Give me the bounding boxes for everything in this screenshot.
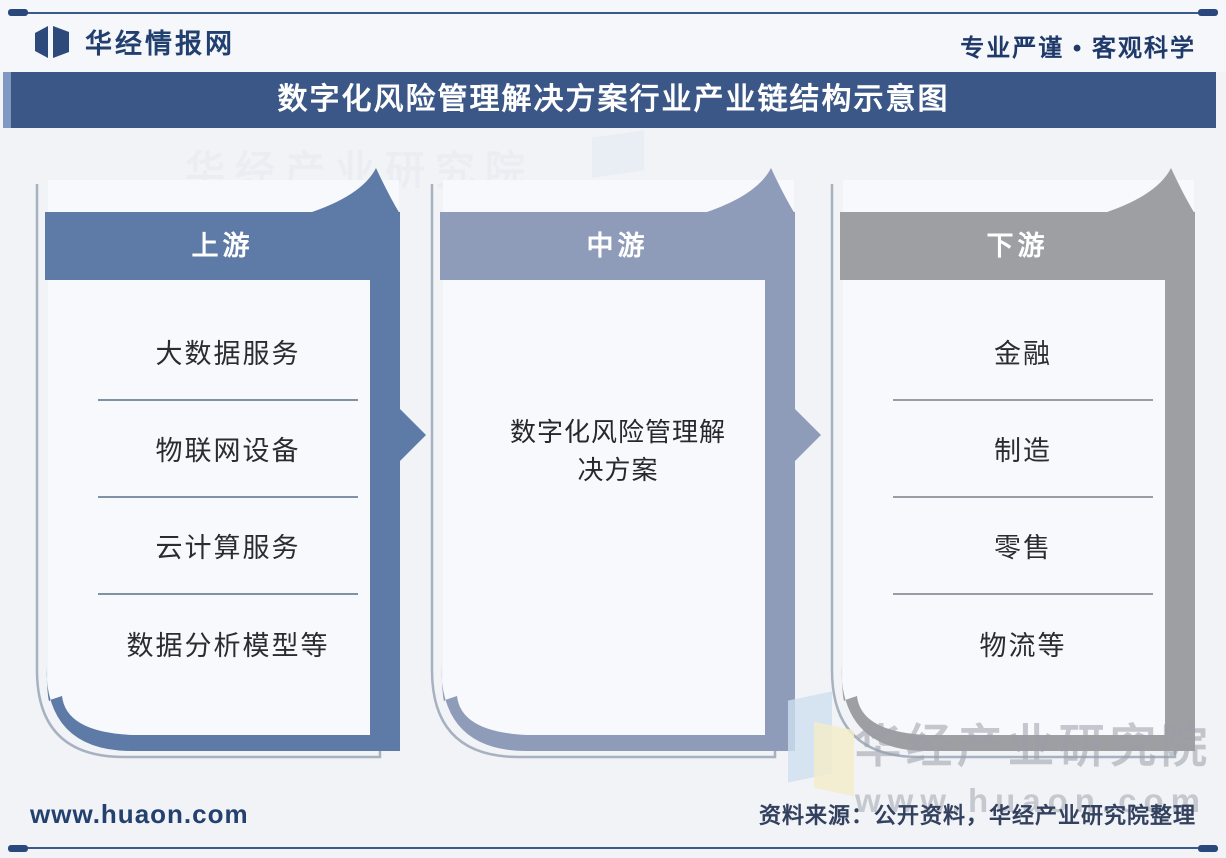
list-item: 金融 bbox=[893, 304, 1153, 401]
brand: 华经情报网 bbox=[33, 22, 235, 61]
item-label: 物联网设备 bbox=[155, 436, 301, 466]
card-header-band bbox=[440, 212, 795, 280]
huaon-logo-icon bbox=[35, 25, 69, 58]
card-back-outline bbox=[830, 184, 1177, 759]
page-title: 数字化风险管理解决方案行业产业链结构示意图 bbox=[11, 72, 1216, 128]
card-midstream-shape bbox=[430, 168, 821, 759]
downstream-items: 金融 制造 零售 物流等 bbox=[893, 304, 1153, 692]
card-midstream: 中游 数字化风险管理解决方案 bbox=[423, 168, 823, 783]
footer: www.huaon.com 资料来源：公开资料，华经产业研究院整理 bbox=[0, 790, 1226, 858]
brand-tagline: 专业严谨 • 客观科学 bbox=[960, 35, 1196, 62]
column-header-midstream: 中游 bbox=[586, 231, 649, 261]
list-item: 物联网设备 bbox=[98, 401, 358, 498]
card-right-ribbon bbox=[1165, 212, 1195, 751]
top-rule bbox=[14, 12, 1212, 14]
column-header-downstream: 下游 bbox=[986, 231, 1049, 261]
card-back-outline bbox=[430, 184, 777, 759]
card-back-outline bbox=[35, 184, 382, 759]
bottom-rule bbox=[14, 847, 1212, 849]
top-rule-left-cap bbox=[8, 9, 28, 16]
card-header-band bbox=[840, 212, 1195, 280]
card-top-curl bbox=[306, 168, 400, 214]
upstream-items: 大数据服务 物联网设备 云计算服务 数据分析模型等 bbox=[98, 304, 358, 692]
card-header-band bbox=[45, 212, 400, 280]
card-body bbox=[840, 180, 1194, 751]
card-downstream: 下游 金融 制造 零售 物流等 bbox=[823, 168, 1223, 783]
list-item: 物流等 bbox=[893, 595, 1153, 692]
flow-arrow-icon bbox=[765, 379, 821, 491]
title-bar: 数字化风险管理解决方案行业产业链结构示意图 bbox=[3, 72, 1216, 128]
card-top-curl bbox=[1101, 168, 1195, 214]
top-rule-right-cap bbox=[1198, 9, 1218, 16]
list-item: 大数据服务 bbox=[98, 304, 358, 401]
card-body bbox=[45, 180, 399, 751]
list-item: 制造 bbox=[893, 401, 1153, 498]
card-bottom-curl bbox=[841, 665, 1195, 751]
column-header-upstream: 上游 bbox=[191, 231, 254, 261]
item-label: 大数据服务 bbox=[155, 339, 301, 369]
list-item: 云计算服务 bbox=[98, 498, 358, 595]
list-item: 数据分析模型等 bbox=[98, 595, 358, 692]
item-label: 制造 bbox=[994, 436, 1052, 466]
flow-arrow-icon bbox=[370, 379, 426, 491]
card-upstream-shape bbox=[35, 168, 426, 759]
bottom-rule-right-cap bbox=[1198, 845, 1218, 852]
top-bar: 华经情报网 专业严谨 • 客观科学 bbox=[0, 0, 1226, 72]
card-downstream-shape bbox=[830, 168, 1195, 759]
item-label: 零售 bbox=[994, 533, 1052, 563]
brand-name: 华经情报网 bbox=[85, 29, 235, 59]
diagram-canvas: 华经产业研究院 上游 大数据服务 物联网设备 云计算服务 数据分析模型等 bbox=[0, 128, 1226, 819]
title-accent-strip bbox=[3, 72, 11, 128]
footer-source: 资料来源：公开资料，华经产业研究院整理 bbox=[758, 803, 1196, 828]
card-bottom-curl bbox=[441, 665, 795, 751]
midstream-item: 数字化风险管理解决方案 bbox=[509, 417, 726, 485]
card-top-curl bbox=[701, 168, 795, 214]
card-upstream: 上游 大数据服务 物联网设备 云计算服务 数据分析模型等 bbox=[28, 168, 428, 783]
item-label: 数据分析模型等 bbox=[126, 631, 330, 661]
card-body bbox=[440, 180, 794, 751]
footer-site-url: www.huaon.com bbox=[30, 798, 249, 829]
item-label: 金融 bbox=[994, 339, 1052, 369]
bottom-rule-left-cap bbox=[8, 845, 28, 852]
list-item: 零售 bbox=[893, 498, 1153, 595]
item-label: 物流等 bbox=[979, 631, 1067, 661]
item-label: 云计算服务 bbox=[155, 533, 301, 563]
card-bottom-curl bbox=[46, 665, 400, 751]
